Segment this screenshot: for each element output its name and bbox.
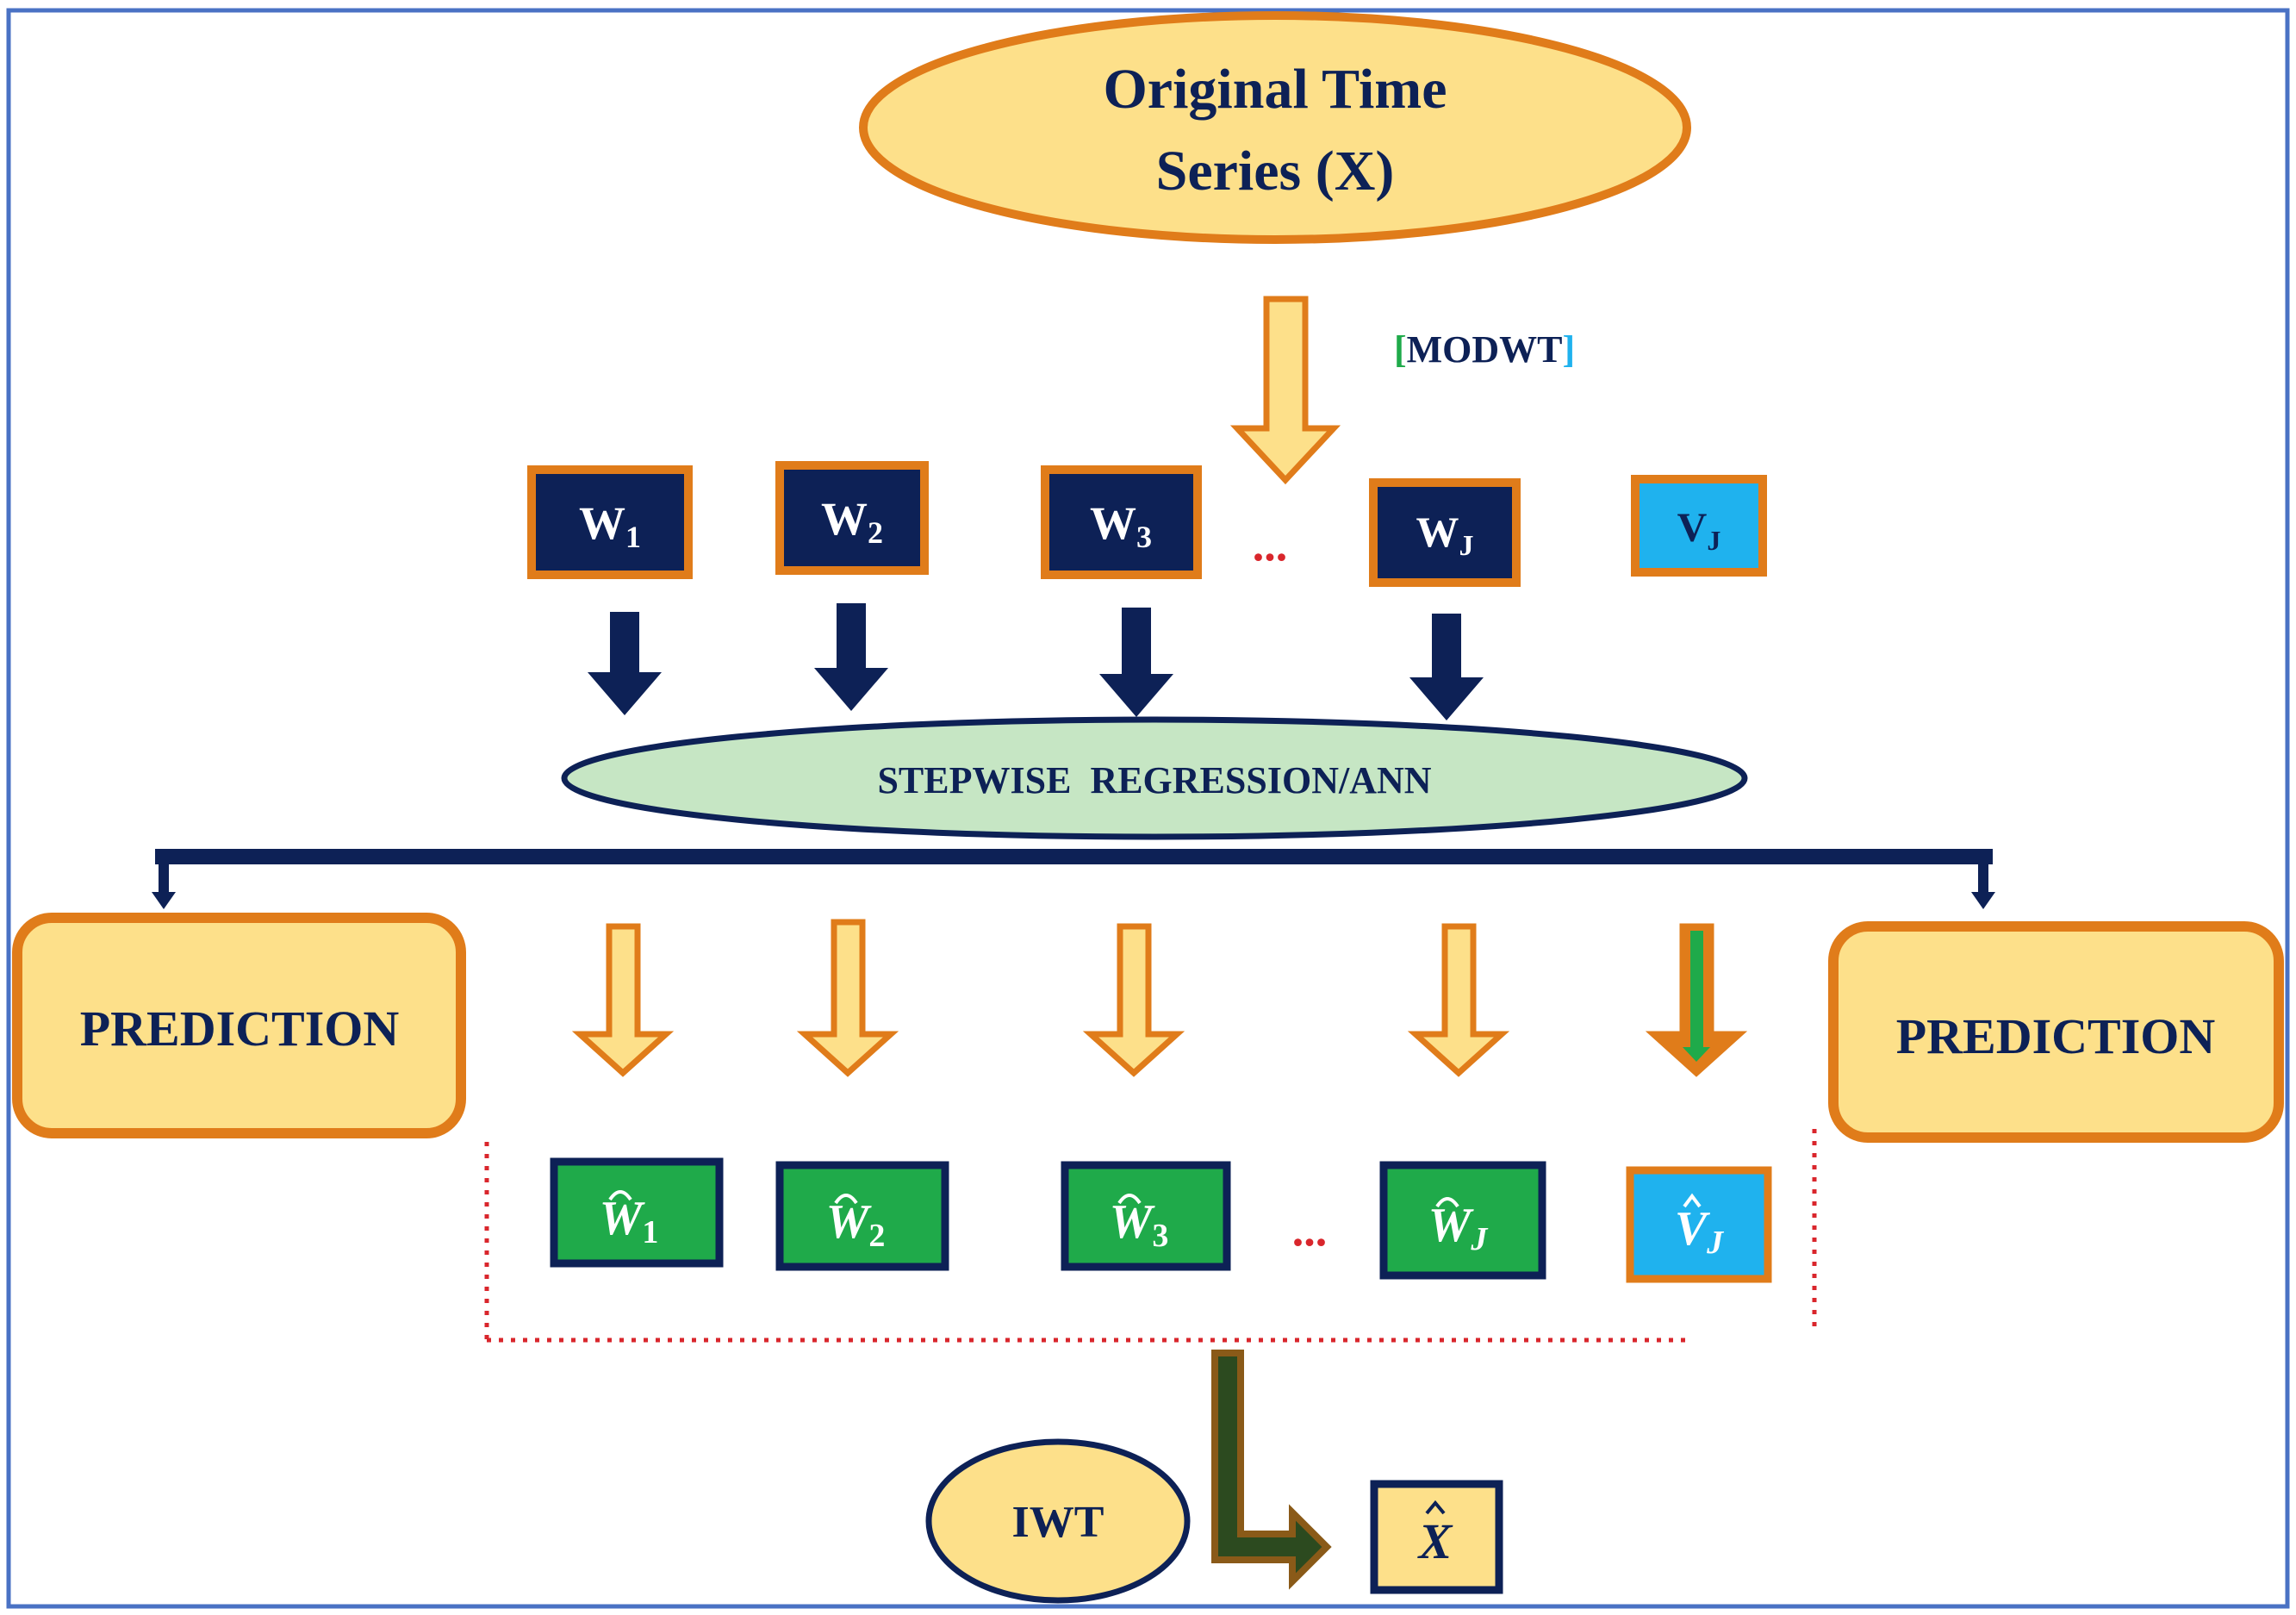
- modwt-bracket-right: ]: [1563, 328, 1576, 371]
- component-w1: W1: [527, 465, 693, 579]
- reconstruction-arrow: [1211, 1350, 1332, 1590]
- svg-text:W1: W1: [579, 497, 641, 554]
- modwt-arrow: [1229, 296, 1341, 485]
- component-wj-sub: J: [1459, 530, 1474, 562]
- svg-text:W3: W3: [1090, 497, 1152, 554]
- prediction-arrow-wj: [1407, 923, 1510, 1077]
- output-xhat: X: [1370, 1480, 1503, 1594]
- arrow-w2-to-model: [814, 603, 888, 711]
- predicted-w3-sub: 3: [1152, 1218, 1168, 1254]
- predicted-group-bracket: [484, 1129, 1817, 1343]
- predicted-wj-base: W: [1428, 1199, 1475, 1252]
- prediction-right-label: PREDICTION: [1896, 1008, 2216, 1064]
- prediction-left-label: PREDICTION: [80, 1001, 400, 1057]
- predicted-w2: W2: [775, 1161, 949, 1271]
- svg-text:W2: W2: [821, 493, 883, 550]
- original-series-line2: Series (X): [1156, 140, 1395, 203]
- arrow-wj-to-model: [1409, 614, 1484, 720]
- predicted-vj-base: V: [1675, 1202, 1711, 1256]
- prediction-arrow-w3: [1082, 923, 1185, 1077]
- predicted-wj: WJ: [1379, 1161, 1546, 1280]
- prediction-right-node: PREDICTION: [1828, 921, 2284, 1143]
- svg-text:VJ: VJ: [1675, 1202, 1724, 1261]
- prediction-arrow-w2: [796, 919, 899, 1077]
- component-vj-sub: J: [1707, 525, 1720, 556]
- component-w2: W2: [775, 461, 929, 575]
- predicted-w1: W1: [550, 1157, 724, 1268]
- model-label: STEPWISE REGRESSION/ANN: [877, 759, 1431, 801]
- prediction-arrow-w1: [571, 923, 675, 1077]
- component-w1-sub: 1: [625, 520, 641, 554]
- predicted-w2-base: W: [826, 1195, 873, 1249]
- component-wj-base: W: [1416, 508, 1459, 556]
- predicted-w1-base: W: [600, 1192, 646, 1245]
- component-vj-base: V: [1677, 505, 1708, 551]
- predicted-w3-base: W: [1110, 1195, 1156, 1249]
- component-w2-base: W: [821, 493, 868, 545]
- modwt-text: MODWT: [1407, 328, 1563, 371]
- modwt-bracket-left: [: [1394, 328, 1407, 371]
- component-w1-base: W: [579, 497, 625, 549]
- component-vj: VJ: [1631, 475, 1767, 577]
- svg-text:W2: W2: [826, 1195, 886, 1254]
- component-w3: W3: [1041, 465, 1202, 579]
- component-wj: WJ: [1369, 478, 1521, 587]
- svg-text:VJ: VJ: [1677, 505, 1721, 556]
- predicted-w2-sub: 2: [868, 1218, 885, 1254]
- svg-text:W3: W3: [1110, 1195, 1169, 1254]
- prediction-left-node: PREDICTION: [12, 913, 466, 1138]
- distribution-connector: [152, 849, 1995, 909]
- predicted-wj-sub: J: [1470, 1221, 1488, 1257]
- predicted-ellipsis: ...: [1292, 1204, 1328, 1256]
- original-series-line1: Original Time: [1103, 58, 1447, 121]
- arrow-w3-to-model: [1099, 608, 1173, 717]
- components-ellipsis: ...: [1253, 519, 1288, 571]
- prediction-arrow-vj: [1645, 923, 1748, 1077]
- iwt-label: IWT: [1012, 1498, 1104, 1547]
- predicted-w3: W3: [1061, 1161, 1231, 1271]
- iwt-node: IWT: [925, 1438, 1191, 1604]
- component-w3-base: W: [1090, 497, 1136, 549]
- predicted-vj-sub: J: [1706, 1225, 1724, 1261]
- svg-text:WJ: WJ: [1416, 508, 1474, 562]
- original-series-node: Original Time Series (X): [859, 11, 1691, 244]
- component-w2-sub: 2: [868, 515, 883, 550]
- model-node: STEPWISE REGRESSION/ANN: [561, 716, 1748, 840]
- predicted-vj: VJ: [1626, 1166, 1772, 1283]
- svg-text:WJ: WJ: [1428, 1199, 1489, 1257]
- arrow-w1-to-model: [588, 612, 662, 715]
- component-w3-sub: 3: [1136, 520, 1152, 554]
- svg-text:W1: W1: [600, 1192, 659, 1250]
- output-xhat-label: X: [1417, 1513, 1453, 1569]
- predicted-w1-sub: 1: [642, 1214, 658, 1250]
- modwt-label: [MODWT]: [1394, 328, 1575, 371]
